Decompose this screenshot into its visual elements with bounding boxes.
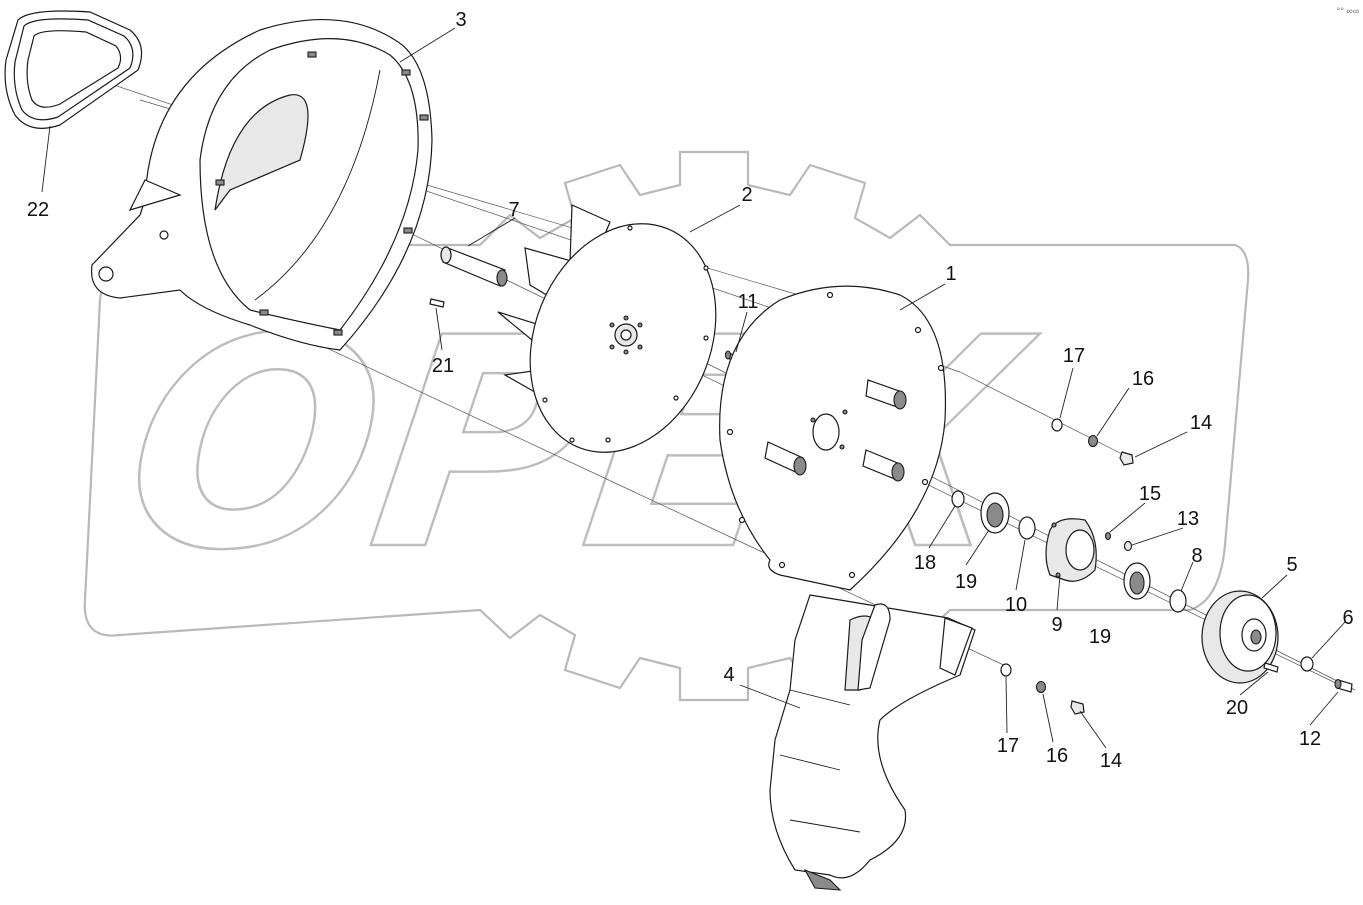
callout-19b: 19: [1089, 626, 1111, 648]
callout-19a: 19: [955, 571, 977, 593]
cover-plate-part: [719, 285, 947, 591]
callout-11: 11: [738, 291, 759, 313]
leader-lines: [41, 27, 1346, 749]
washer-17b: [1000, 663, 1012, 677]
lock-washer-16a: [1087, 434, 1099, 448]
callout-16a: 16: [1132, 368, 1154, 390]
callout-22: 22: [27, 199, 49, 221]
nut-14a: [1119, 451, 1134, 466]
key-20: [1263, 662, 1279, 673]
spacer-10: [1018, 516, 1036, 540]
callout-17b: 17: [997, 735, 1019, 757]
key-part: [429, 298, 445, 308]
callout-17a: 17: [1063, 345, 1085, 367]
lock-washer-16b: [1035, 680, 1047, 694]
callout-14b: 14: [1100, 750, 1122, 772]
callout-9: 9: [1051, 614, 1062, 636]
callout-2: 2: [741, 184, 752, 206]
callout-1: 1: [945, 263, 956, 285]
callout-12: 12: [1299, 728, 1321, 750]
washer-15: [1104, 531, 1112, 541]
hardware-pulley: [1263, 656, 1353, 693]
nut-14b: [1070, 700, 1085, 715]
callout-3: 3: [455, 9, 466, 31]
shaft-pin-part: [440, 246, 508, 287]
callout-labels: 3 2 1 7 11 21 22 17 16 14 15 13 18 19 10…: [27, 9, 1354, 772]
callout-21: 21: [432, 355, 454, 377]
callout-20: 20: [1226, 697, 1248, 719]
washer-6: [1300, 656, 1314, 672]
chute-part: [769, 594, 976, 891]
corner-mark: °° ∞∞: [1337, 6, 1360, 16]
callout-7: 7: [508, 199, 519, 221]
hardware-lower: [1000, 663, 1085, 715]
snap-ring-18: [951, 490, 965, 508]
nut-13: [1123, 540, 1133, 552]
pulley-part: [1201, 590, 1279, 684]
callout-14a: 14: [1190, 412, 1212, 434]
bearing-stack: [951, 490, 1187, 613]
callout-13: 13: [1177, 508, 1199, 530]
callout-10: 10: [1005, 594, 1027, 616]
callout-15: 15: [1139, 483, 1161, 505]
belt-part: [4, 10, 143, 129]
callout-16b: 16: [1046, 745, 1068, 767]
callout-6: 6: [1342, 607, 1353, 629]
impeller-part: [497, 204, 717, 453]
callout-18: 18: [914, 552, 936, 574]
hardware-upper: [1051, 418, 1134, 466]
washer-17a: [1051, 418, 1063, 432]
callout-8: 8: [1191, 545, 1202, 567]
ring-8: [1169, 589, 1187, 613]
callout-5: 5: [1286, 554, 1297, 576]
callout-4: 4: [723, 664, 734, 686]
fan-housing-part: [90, 19, 433, 351]
